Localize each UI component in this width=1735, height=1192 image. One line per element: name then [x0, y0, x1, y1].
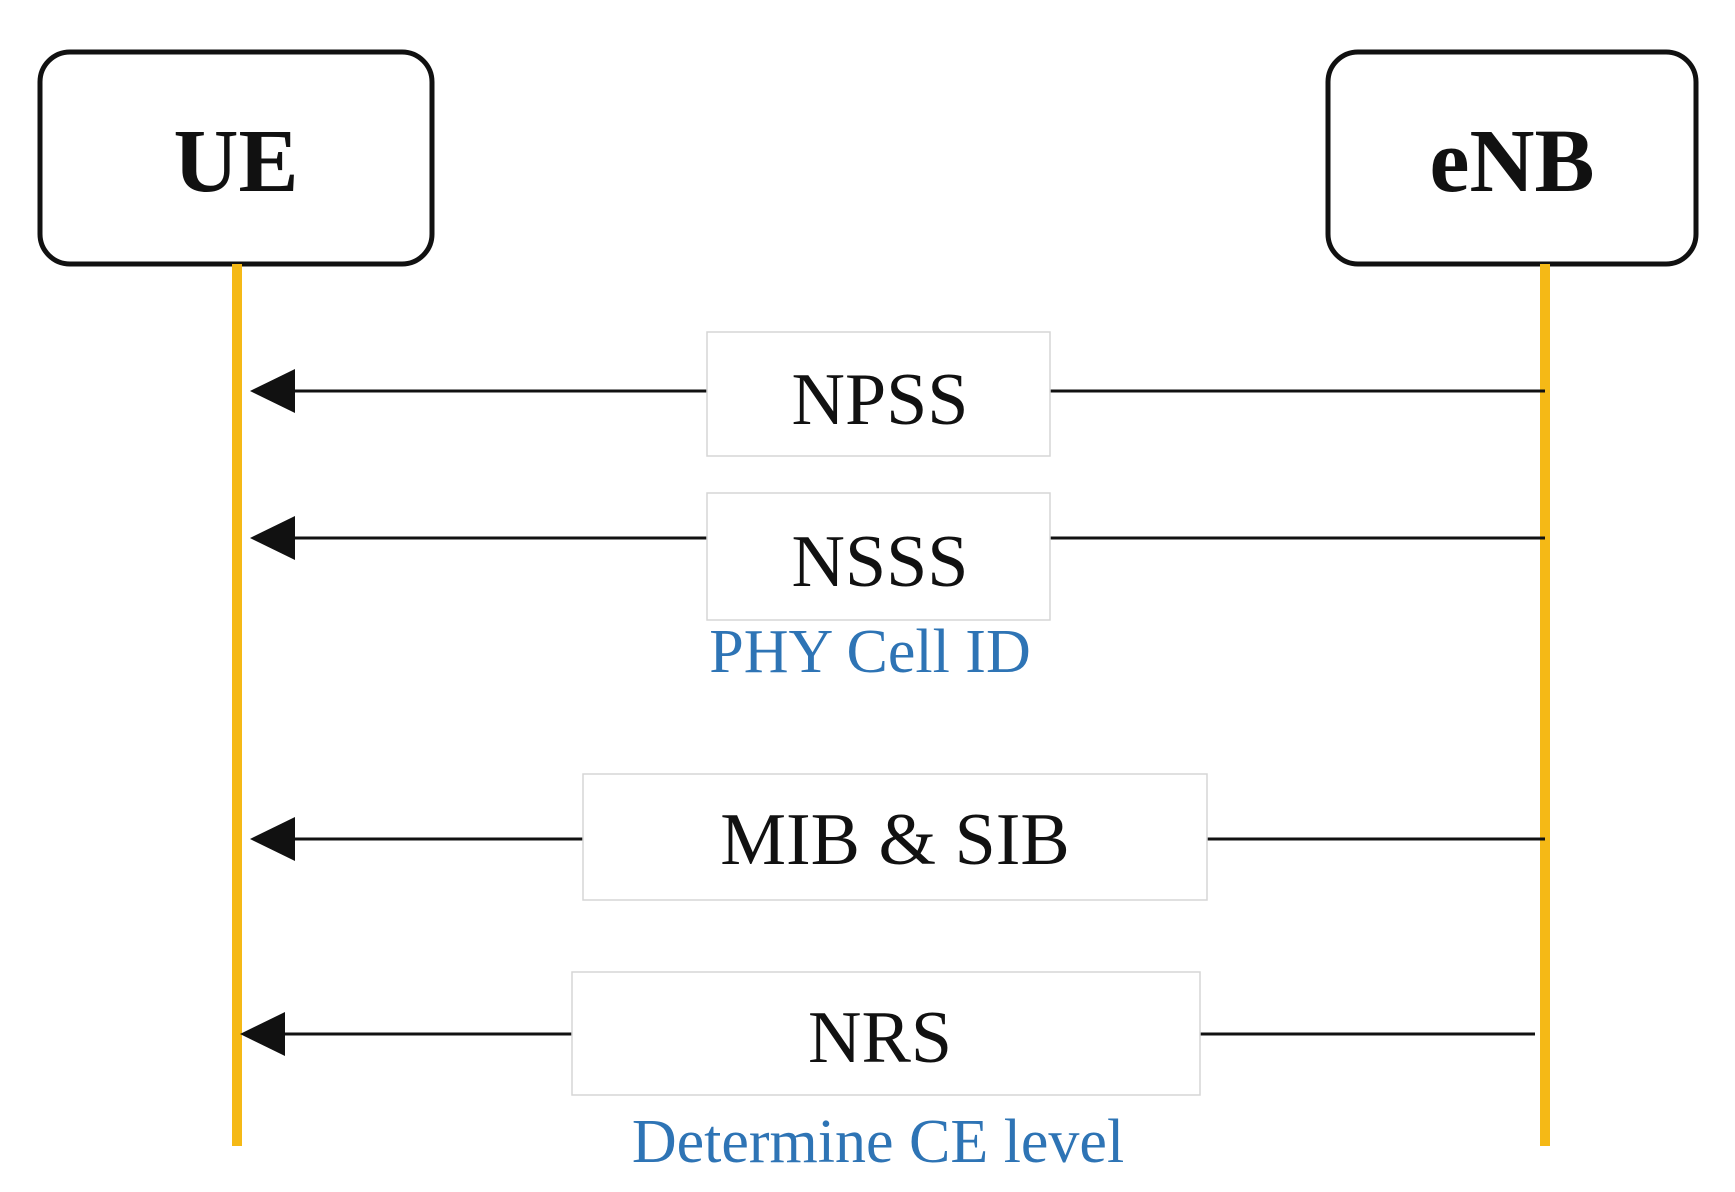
message-npss: NPSS [250, 331, 1545, 457]
message-mib-sib: MIB & SIB [250, 773, 1545, 901]
ue-participant-label: UE [173, 112, 298, 211]
message-label-box [706, 331, 1051, 457]
message-nsss: NSSS [250, 492, 1545, 621]
message-label: NRS [808, 997, 952, 1079]
message-label: NPSS [792, 359, 969, 441]
message-label-box [582, 773, 1208, 901]
arrowhead-icon [250, 516, 295, 560]
message-label-box [571, 971, 1201, 1096]
arrowhead-icon [250, 369, 295, 413]
arrowhead-icon [250, 817, 295, 861]
enb-participant-label: eNB [1430, 112, 1595, 211]
note-determine-ce-level: Determine CE level [632, 1108, 1124, 1176]
note-phy-cell-id: PHY Cell ID [709, 618, 1030, 686]
message-label: NSSS [792, 521, 969, 603]
arrowhead-icon [240, 1012, 285, 1056]
enb-participant-box [1325, 49, 1699, 267]
message-label-box [706, 492, 1051, 621]
message-nrs: NRS [240, 971, 1535, 1096]
message-label: MIB & SIB [720, 799, 1070, 881]
